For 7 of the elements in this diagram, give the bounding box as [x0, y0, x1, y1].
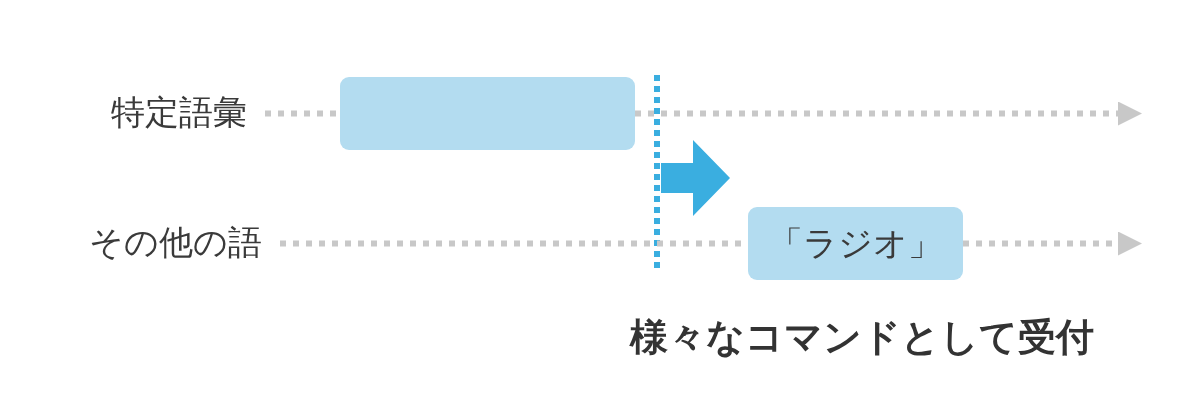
word-box: 「ラジオ」 — [748, 207, 963, 280]
arrow — [635, 101, 1142, 126]
row-label: 特定語彙 — [62, 90, 247, 136]
word-box — [340, 77, 635, 150]
caption-text: 様々なコマンドとして受付 — [630, 314, 1094, 361]
row-label: その他の語 — [52, 220, 262, 266]
arrow — [963, 231, 1142, 256]
